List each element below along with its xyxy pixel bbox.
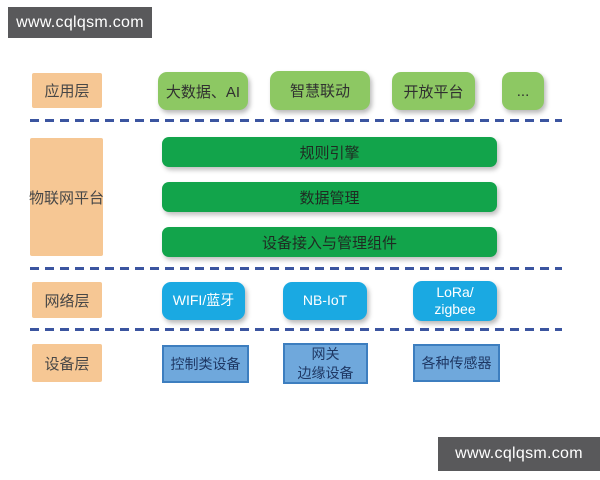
layer-label-application: 应用层	[32, 73, 102, 108]
layer-label-network: 网络层	[32, 282, 102, 318]
platform-bar-data-management: 数据管理	[162, 182, 497, 212]
layer-label-device: 设备层	[32, 344, 102, 382]
app-item-smart-linkage: 智慧联动	[270, 71, 370, 110]
app-item-bigdata-ai: 大数据、AI	[158, 72, 248, 110]
watermark-bottom: www.cqlqsm.com	[438, 437, 600, 471]
divider-network-device	[30, 328, 562, 331]
network-item-nb-iot: NB-IoT	[283, 282, 367, 320]
device-item-sensors: 各种传感器	[413, 344, 500, 382]
platform-bar-rule-engine: 规则引擎	[162, 137, 497, 167]
network-item-lora-zigbee: LoRa/ zigbee	[413, 281, 497, 321]
watermark-top: www.cqlqsm.com	[8, 7, 152, 38]
app-item-open-platform: 开放平台	[392, 72, 475, 110]
divider-platform-network	[30, 267, 562, 270]
network-item-wifi-bluetooth: WIFI/蓝牙	[162, 282, 245, 320]
platform-bar-device-access: 设备接入与管理组件	[162, 227, 497, 257]
divider-application-platform	[30, 119, 562, 122]
app-item-ellipsis: ...	[502, 72, 544, 110]
device-item-control-devices: 控制类设备	[162, 345, 249, 383]
layer-label-platform: 物联网平台	[29, 138, 104, 256]
device-item-gateway-edge: 网关 边缘设备	[283, 343, 368, 384]
